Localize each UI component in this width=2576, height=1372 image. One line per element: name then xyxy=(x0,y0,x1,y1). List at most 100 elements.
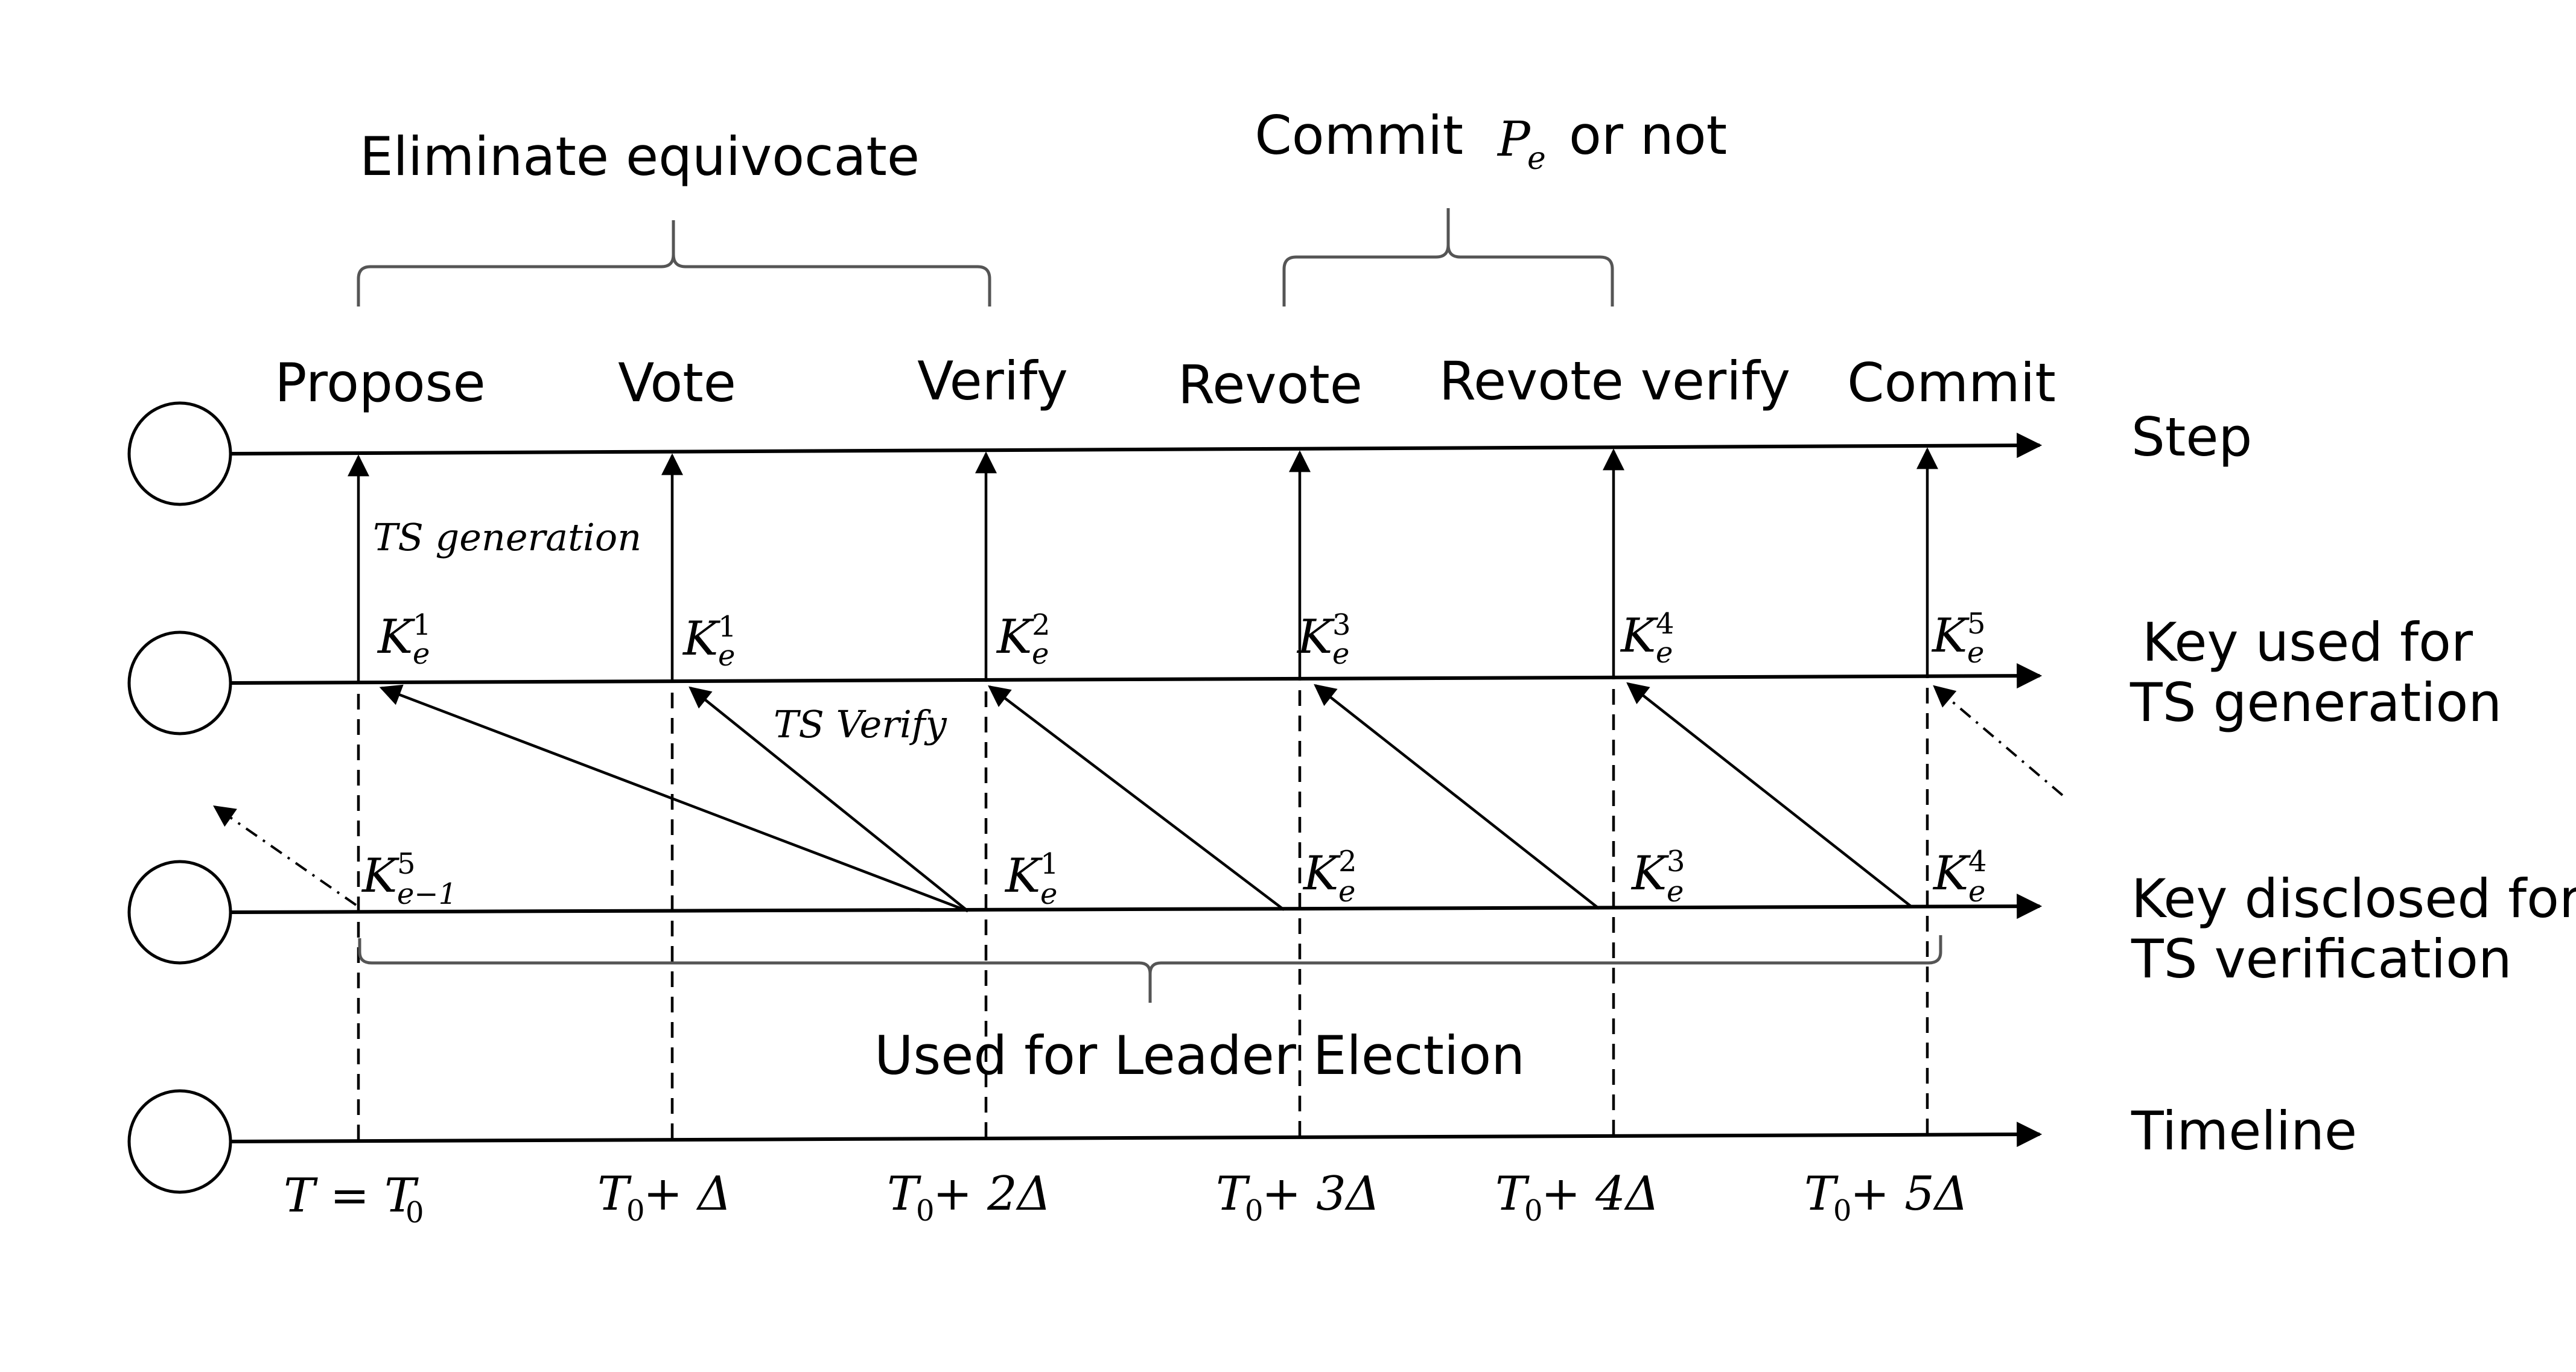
key-disclosed-1: K e−1 5 xyxy=(361,847,457,911)
time-sub: 0 xyxy=(916,1194,935,1228)
time-main: T xyxy=(1804,1167,1839,1221)
row-label-key-disclosed-2: TS verification xyxy=(2131,928,2512,990)
key-disclosed-sup: 5 xyxy=(397,847,416,881)
timeline-dashed-guides xyxy=(357,676,1929,1140)
key-disclosed-base: K xyxy=(1932,846,1971,901)
key-used-4: K e 3 xyxy=(1296,608,1351,671)
key-disclosed-5: K e 4 xyxy=(1932,845,1987,909)
key-used-sup: 3 xyxy=(1332,608,1351,642)
key-used-sup: 1 xyxy=(718,610,737,644)
key-used-sup: 4 xyxy=(1656,607,1674,641)
time-main: T xyxy=(887,1167,921,1221)
key-disclosed-row-circle xyxy=(127,860,232,965)
time-suffix: + Δ xyxy=(643,1167,731,1221)
commit-label-suffix: or not xyxy=(1569,104,1727,167)
keys-disclosed-labels: K e−1 5 K e 1 K e 2 K e 3 K e 4 xyxy=(361,845,1987,911)
key-disclosed-4: K e 3 xyxy=(1630,845,1685,909)
step-labels: Propose Vote Verify Revote Revote verify… xyxy=(275,350,2055,416)
key-used-sub: e xyxy=(413,637,430,671)
key-disclosed-sub: e−1 xyxy=(397,877,457,911)
row-label-key-used-1: Key used for xyxy=(2142,611,2473,673)
key-disclosed-base: K xyxy=(1630,846,1670,901)
key-used-6: K e 5 xyxy=(1931,607,1986,670)
ts-verify-label: TS Verify xyxy=(774,702,947,746)
key-used-axis xyxy=(230,663,2043,689)
time-sub: 0 xyxy=(405,1196,424,1230)
key-disclosed-sup: 3 xyxy=(1667,845,1685,878)
time-label-6: T 0 + 5Δ xyxy=(1804,1167,1968,1228)
step-label-propose: Propose xyxy=(275,352,485,414)
key-disclosed-base: K xyxy=(361,849,400,903)
ts-generation-arrows xyxy=(348,447,1938,682)
key-disclosed-axis xyxy=(230,894,2043,919)
leader-election-bracket: Used for Leader Election xyxy=(358,935,1942,1087)
time-sub: 0 xyxy=(1833,1194,1852,1228)
key-used-sub: e xyxy=(1967,636,1984,670)
ts-verify-arrow-2 xyxy=(689,686,969,912)
previous-epoch-arrow xyxy=(213,805,357,906)
step-label-verify: Verify xyxy=(917,350,1068,412)
time-label-5: T 0 + 4Δ xyxy=(1495,1167,1659,1228)
key-used-sub: e xyxy=(1656,636,1673,670)
key-used-sup: 5 xyxy=(1967,607,1986,641)
key-used-5: K e 4 xyxy=(1620,607,1674,670)
key-used-2: K e 1 xyxy=(682,610,737,673)
key-disclosed-3: K e 2 xyxy=(1302,845,1357,909)
ts-verify-arrow-1 xyxy=(379,684,968,913)
time-label-1: T = T 0 xyxy=(284,1169,424,1230)
key-used-base: K xyxy=(1296,610,1335,664)
key-used-sup: 1 xyxy=(413,608,431,642)
leader-election-label: Used for Leader Election xyxy=(874,1024,1525,1087)
time-suffix: + 3Δ xyxy=(1262,1167,1380,1221)
time-suffix: + 5Δ xyxy=(1850,1167,1968,1221)
time-main: T xyxy=(597,1167,632,1221)
key-used-row-circle xyxy=(127,630,232,735)
time-label-4: T 0 + 3Δ xyxy=(1216,1167,1380,1228)
key-disclosed-sub: e xyxy=(1667,875,1684,909)
key-used-base: K xyxy=(1620,609,1659,663)
key-disclosed-base: K xyxy=(1302,846,1341,901)
key-disclosed-sub: e xyxy=(1338,875,1355,909)
step-label-revote-verify: Revote verify xyxy=(1439,350,1790,412)
time-main: T xyxy=(1495,1167,1530,1221)
key-used-sub: e xyxy=(1332,637,1349,671)
eliminate-equivocate-bracket: Eliminate equivocate xyxy=(357,125,991,306)
key-used-base: K xyxy=(996,610,1035,664)
time-suffix: + 4Δ xyxy=(1541,1167,1659,1221)
step-axis xyxy=(230,433,2043,459)
ts-verify-arrow-5 xyxy=(1626,682,1913,908)
time-suffix: + 2Δ xyxy=(933,1167,1051,1221)
key-disclosed-sup: 4 xyxy=(1968,845,1987,878)
key-used-sup: 2 xyxy=(1032,608,1051,642)
next-epoch-arrow xyxy=(1933,685,2064,796)
key-used-base: K xyxy=(682,612,721,666)
key-used-sub: e xyxy=(718,639,735,673)
key-used-base: K xyxy=(377,610,416,664)
step-label-vote: Vote xyxy=(618,352,736,414)
row-label-step: Step xyxy=(2131,406,2252,468)
key-used-base: K xyxy=(1931,609,1970,663)
key-disclosed-sub: e xyxy=(1968,875,1985,909)
key-disclosed-2: K e 1 xyxy=(1004,847,1059,911)
timeline-row-circle xyxy=(127,1089,232,1194)
key-disclosed-base: K xyxy=(1004,849,1043,903)
key-disclosed-sup: 1 xyxy=(1040,847,1059,881)
ts-verify-arrow-4 xyxy=(1314,684,1600,910)
step-row-circle xyxy=(127,401,232,506)
time-sub: 0 xyxy=(626,1194,645,1228)
key-disclosed-sub: e xyxy=(1040,877,1057,911)
ts-verify-arrows xyxy=(379,682,1913,913)
commit-symbol: P xyxy=(1496,111,1531,167)
step-label-revote: Revote xyxy=(1178,354,1363,416)
row-label-key-disclosed-1: Key disclosed for xyxy=(2131,868,2576,930)
time-label-2: T 0 + Δ xyxy=(597,1167,731,1228)
commit-label-prefix: Commit xyxy=(1255,104,1463,167)
row-labels: Step Key used for TS generation Key disc… xyxy=(2129,406,2576,1162)
key-used-1: K e 1 xyxy=(377,608,431,671)
time-label-3: T 0 + 2Δ xyxy=(887,1167,1051,1228)
time-sub: 0 xyxy=(1245,1194,1264,1228)
key-disclosed-sup: 2 xyxy=(1338,845,1357,878)
keys-used-labels: K e 1 K e 1 K e 2 K e 3 K e 4 K e 5 xyxy=(377,607,1986,673)
time-main: T = T xyxy=(284,1169,419,1223)
